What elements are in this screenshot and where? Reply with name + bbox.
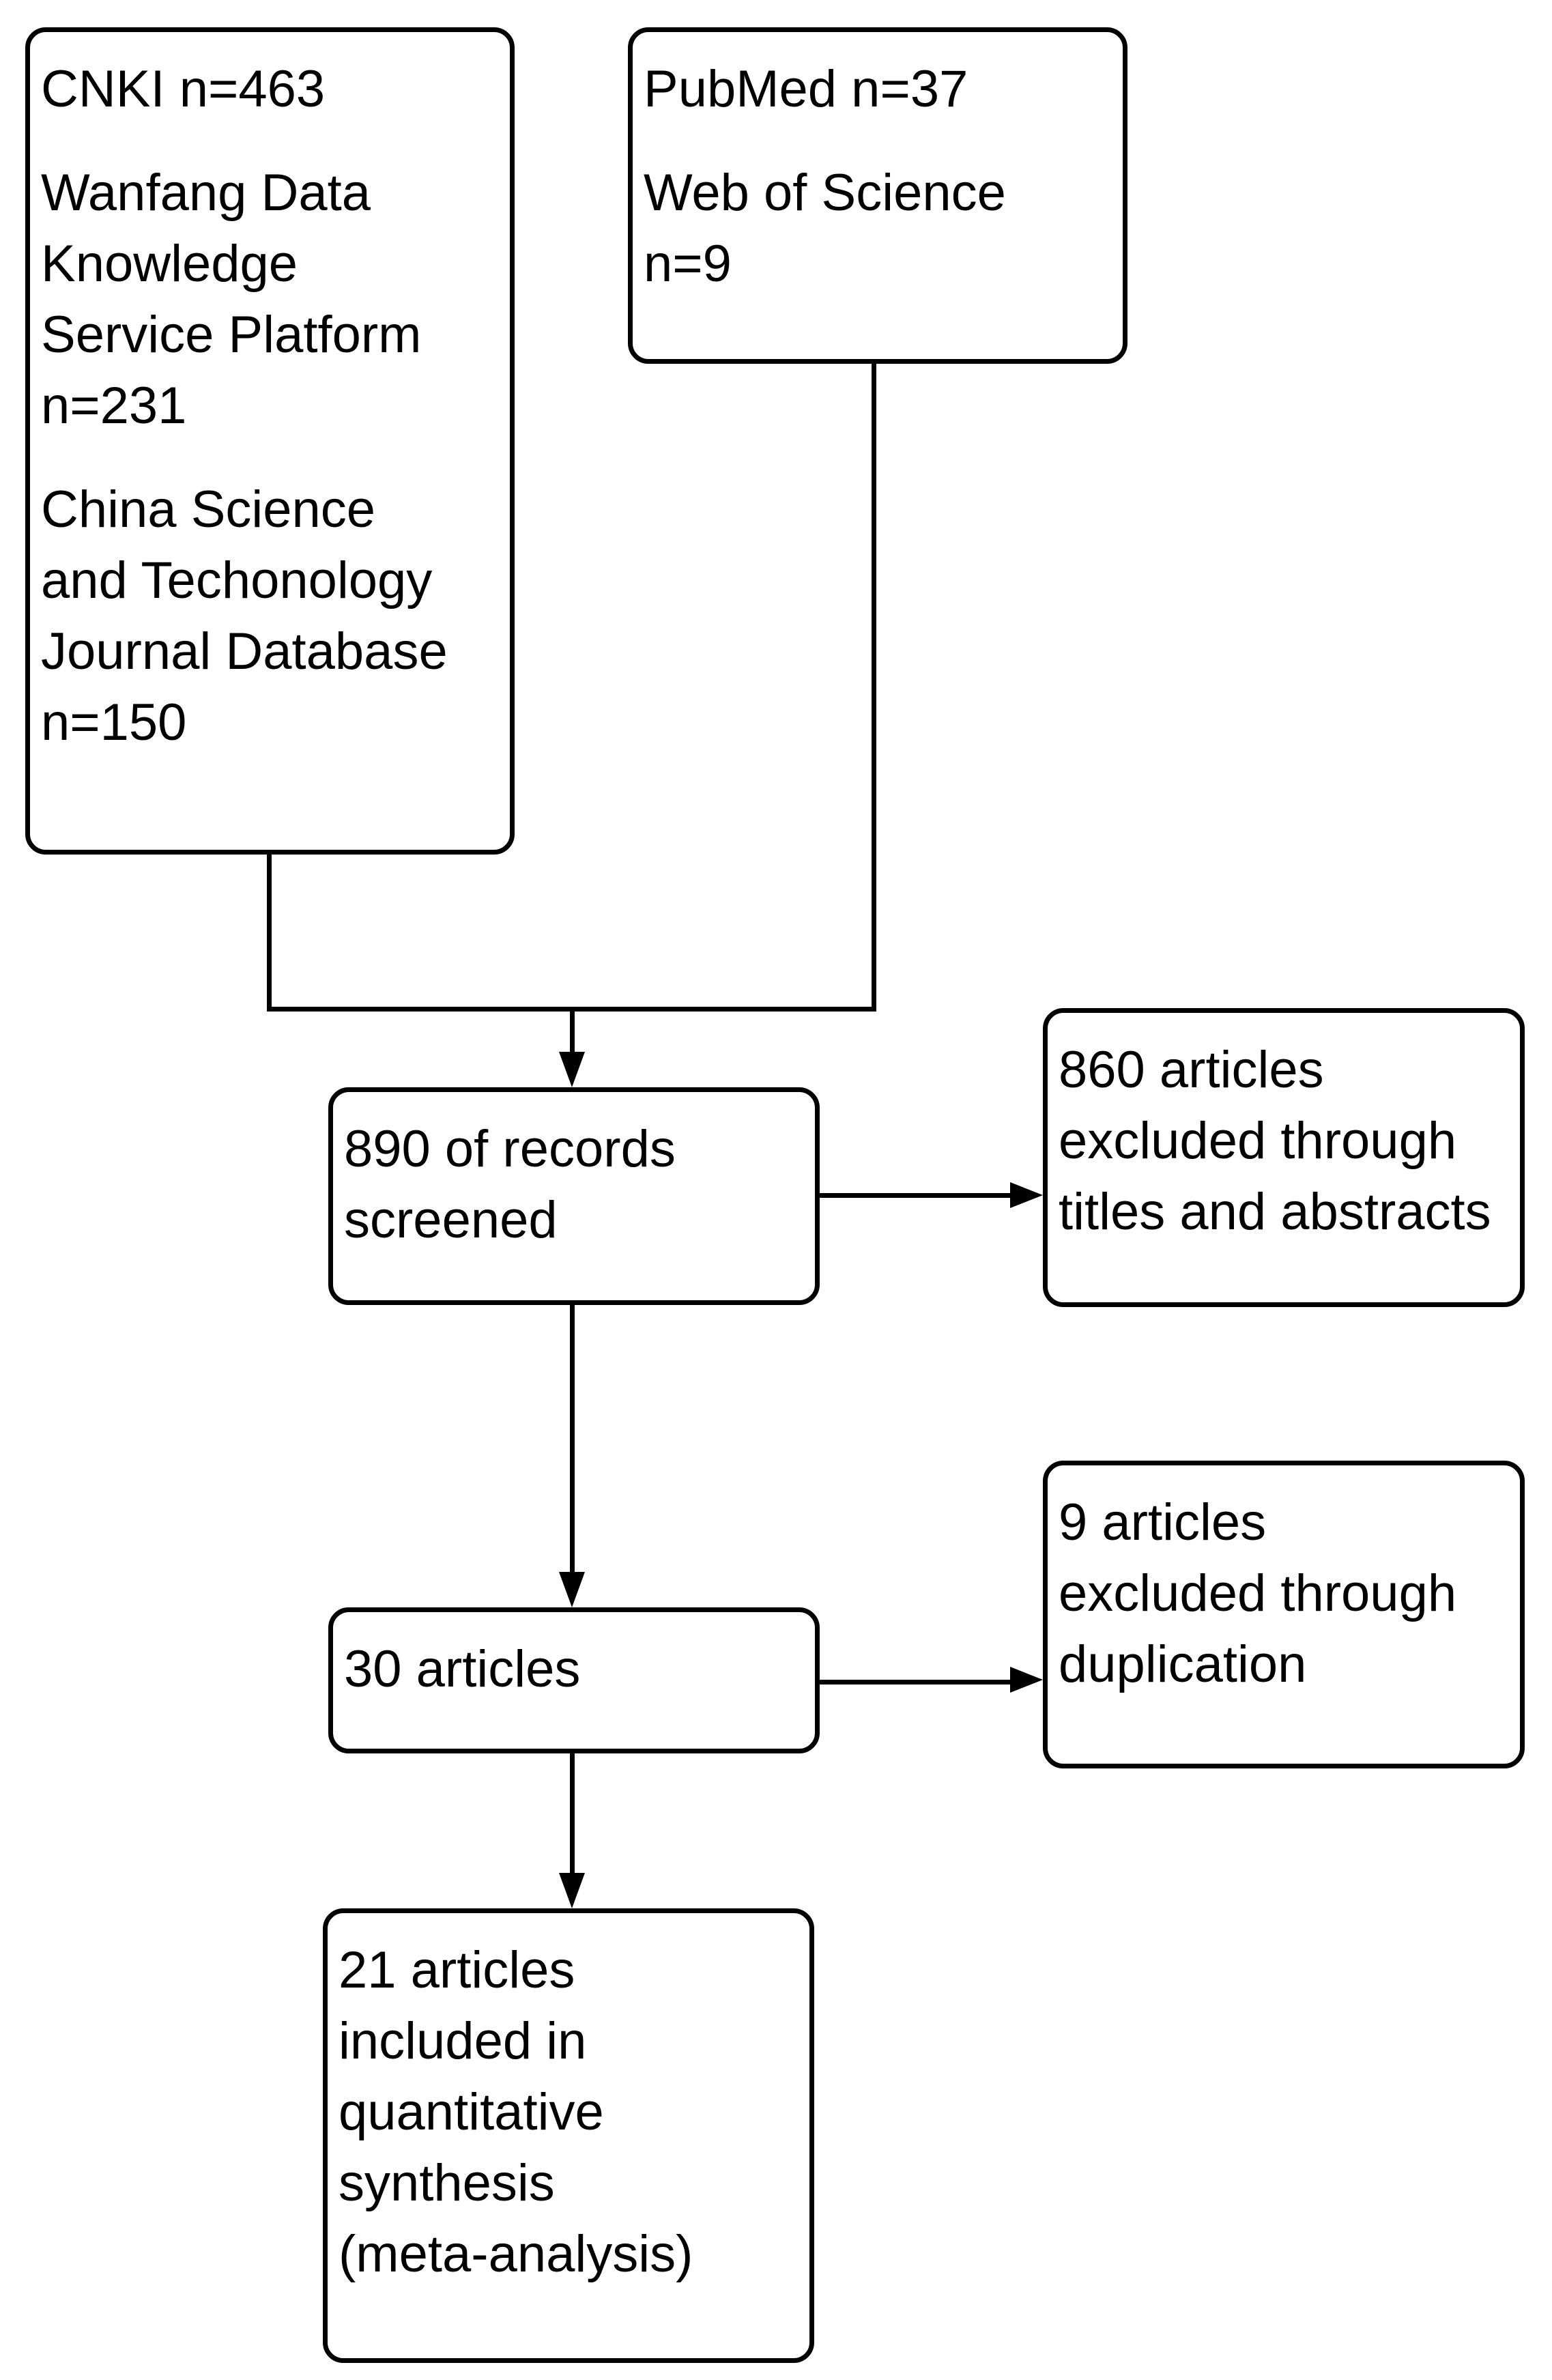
text-line: 9 articles bbox=[1059, 1493, 1267, 1551]
box-paragraph: 30 articles bbox=[344, 1634, 799, 1705]
text-line: n=150 bbox=[41, 693, 187, 751]
arrowhead-into-excluded-duplication bbox=[1010, 1667, 1043, 1693]
box-excluded-duplication: 9 articles excluded through duplication bbox=[1043, 1461, 1525, 1768]
connector-screened-to-30 bbox=[570, 1305, 575, 1572]
text-line: titles and abstracts bbox=[1059, 1183, 1491, 1241]
text-line: Wanfang Data bbox=[41, 164, 371, 222]
box-records-screened: 890 of records screened bbox=[328, 1087, 820, 1305]
text-line: 860 articles bbox=[1059, 1041, 1324, 1099]
connector-merge-to-screened bbox=[570, 1012, 575, 1052]
text-line: Web of Science bbox=[644, 164, 1006, 222]
box-paragraph: 9 articles excluded through duplication bbox=[1059, 1487, 1504, 1700]
arrowhead-into-screened bbox=[559, 1052, 585, 1087]
box-paragraph: PubMed n=37 bbox=[644, 54, 1106, 125]
text-line: 30 articles bbox=[344, 1640, 581, 1698]
arrowhead-into-included bbox=[559, 1873, 585, 1908]
connector-intl-down bbox=[872, 364, 876, 1012]
text-line: included in bbox=[339, 2012, 587, 2070]
text-line: China Science bbox=[41, 481, 376, 539]
text-line: duplication bbox=[1059, 1635, 1307, 1693]
box-paragraph: 860 articles excluded through titles and a… bbox=[1059, 1035, 1504, 1248]
box-paragraph: 890 of records screened bbox=[344, 1114, 799, 1256]
box-paragraph: 21 articles included in quantitative synthe… bbox=[339, 1935, 793, 2290]
box-excluded-titles-abstracts: 860 articles excluded through titles and a… bbox=[1043, 1008, 1525, 1307]
connector-30-to-included bbox=[570, 1753, 575, 1873]
connector-30-to-duplication bbox=[820, 1680, 1010, 1684]
text-line: excluded through bbox=[1059, 1112, 1457, 1170]
text-line: n=9 bbox=[644, 235, 732, 293]
text-line: Knowledge bbox=[41, 235, 298, 293]
text-line: (meta-analysis) bbox=[339, 2225, 693, 2283]
text-line: quantitative bbox=[339, 2083, 604, 2141]
text-line: n=231 bbox=[41, 377, 187, 435]
arrowhead-into-excluded-titles bbox=[1010, 1182, 1043, 1208]
connector-cn-down bbox=[267, 855, 272, 1007]
text-line: excluded through bbox=[1059, 1564, 1457, 1622]
text-line: screened bbox=[344, 1191, 558, 1249]
text-line: CNKI n=463 bbox=[41, 60, 326, 118]
box-paragraph: CNKI n=463 bbox=[41, 54, 493, 125]
connector-screened-to-excluded bbox=[820, 1193, 1010, 1198]
box-articles-after-screening: 30 articles bbox=[328, 1607, 820, 1753]
text-line: Service Platform bbox=[41, 306, 422, 364]
box-paragraph: Web of Science n=9 bbox=[644, 158, 1106, 300]
text-line: PubMed n=37 bbox=[644, 60, 968, 118]
text-line: Journal Database bbox=[41, 622, 448, 680]
text-line: 21 articles bbox=[339, 1941, 575, 1999]
text-line: and Techonology bbox=[41, 551, 433, 610]
arrowhead-into-30-articles bbox=[559, 1572, 585, 1607]
text-line: 890 of records bbox=[344, 1120, 676, 1178]
connector-merge-horizontal bbox=[267, 1007, 876, 1012]
box-included-meta-analysis: 21 articles included in quantitative synthe… bbox=[323, 1908, 814, 2363]
text-line: synthesis bbox=[339, 2154, 555, 2212]
